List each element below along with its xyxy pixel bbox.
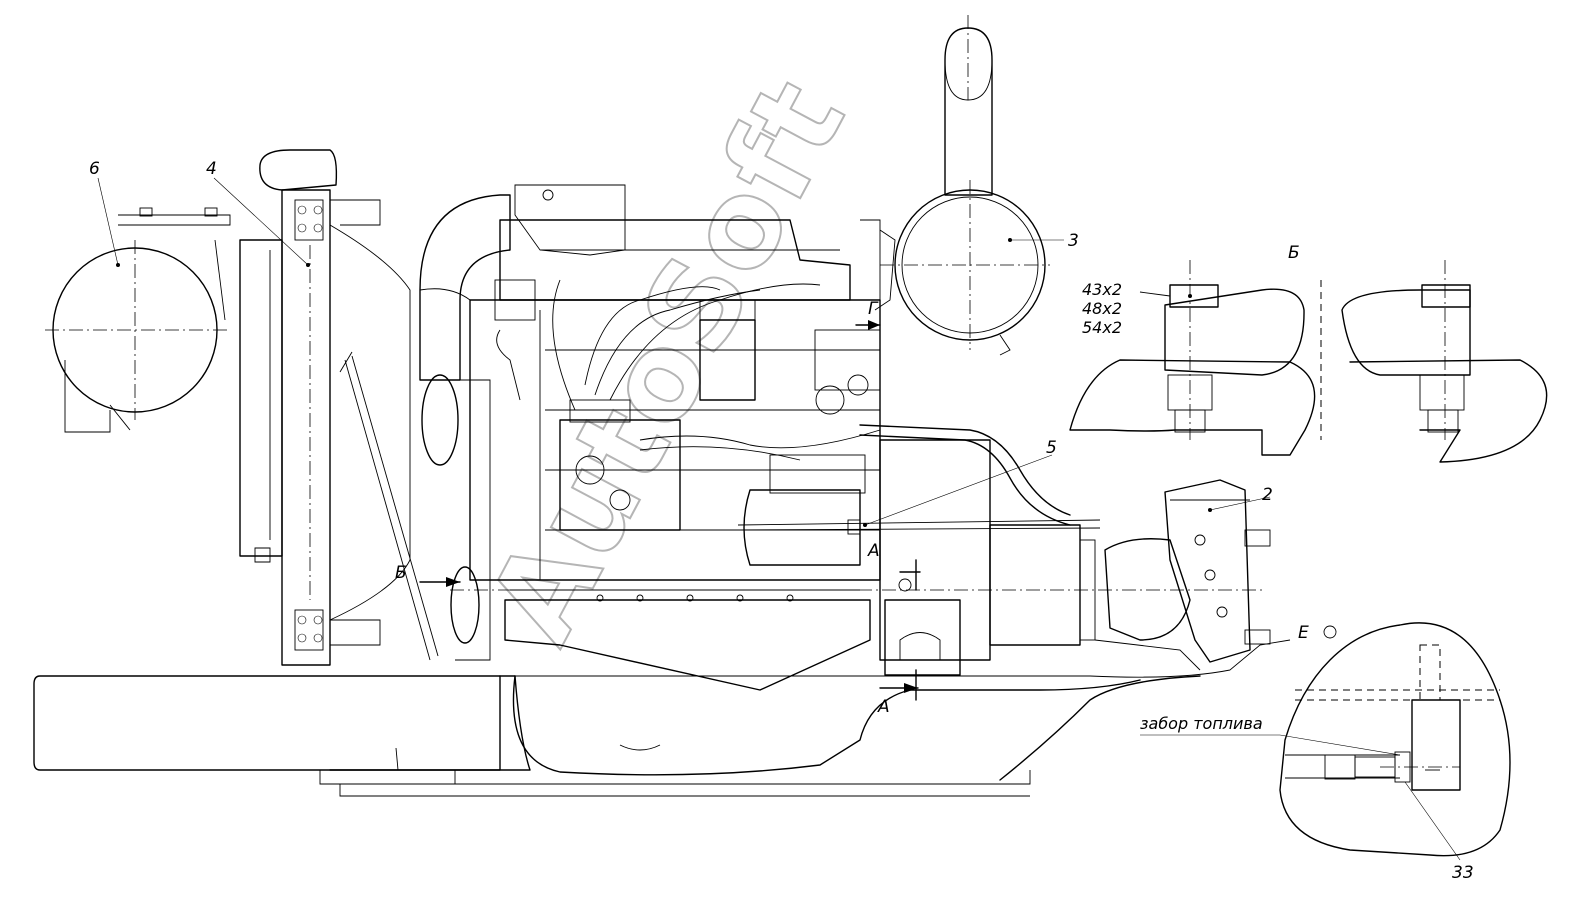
callout-6: 6 xyxy=(89,159,100,179)
view-b-detail xyxy=(1069,260,1548,463)
chassis-frame xyxy=(33,639,1291,797)
fuel-intake-note: забор топлива xyxy=(1140,714,1263,733)
view-e-detail xyxy=(1279,622,1511,857)
bolt-size-2: 48x2 xyxy=(1082,299,1122,318)
bolt-size-3: 54x2 xyxy=(1082,318,1122,337)
view-label-a-top: А xyxy=(867,541,880,561)
callout-4: 4 xyxy=(206,159,217,179)
air-cleaner xyxy=(860,15,1050,356)
radiator xyxy=(239,149,439,666)
fuel-line xyxy=(737,424,1101,535)
view-label-g: Г xyxy=(868,299,879,319)
callout-5: 5 xyxy=(1046,438,1057,458)
view-label-a-bottom: А xyxy=(877,697,890,717)
bolt-size-1: 43x2 xyxy=(1082,280,1122,299)
leader-lines xyxy=(97,177,1461,861)
view-label-b-top: Б xyxy=(1288,243,1300,263)
view-label-e: Е xyxy=(1298,623,1309,643)
callout-3: 3 xyxy=(1068,231,1079,251)
view-arrows xyxy=(419,320,921,701)
callout-33: 33 xyxy=(1452,863,1474,883)
hydraulic-pump xyxy=(989,479,1271,671)
watermark: AutoSoft xyxy=(463,58,873,664)
engine-block xyxy=(419,184,1265,751)
view-label-b-arrow: Б xyxy=(395,563,407,583)
fuel-tank xyxy=(45,207,231,433)
callout-2: 2 xyxy=(1262,485,1273,505)
